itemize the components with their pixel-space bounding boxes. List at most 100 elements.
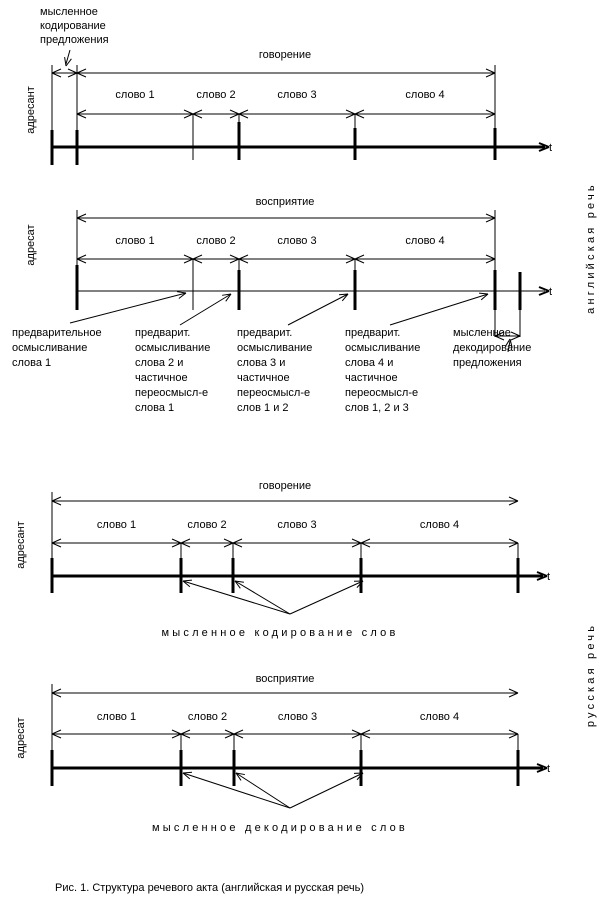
word-span-4-arrowhead <box>360 538 371 544</box>
note-line: предложения <box>453 357 522 369</box>
word-span-1-arrowhead <box>183 113 194 119</box>
word-span-1-arrowhead <box>76 109 87 115</box>
word-label-4: слово 4 <box>405 89 444 101</box>
decoding-note: мысленное декодирование слов <box>152 822 408 834</box>
word-label-3: слово 3 <box>278 711 317 723</box>
decoding-span-arrowhead <box>510 335 521 341</box>
note-line: осмысливание <box>345 342 420 354</box>
note-line: предварительное <box>12 327 102 339</box>
note-line: частичное <box>237 372 290 384</box>
axis-t-label: t <box>547 571 550 583</box>
decoding-span-arrowhead <box>494 331 505 337</box>
word-span-3-arrowhead <box>351 542 362 548</box>
word-span-4-arrowhead <box>508 542 519 548</box>
word-span-2-arrowhead <box>192 254 203 260</box>
word-label-2: слово 2 <box>187 519 226 531</box>
word-span-3-arrowhead <box>238 258 249 264</box>
perception-span-arrowhead <box>76 213 87 219</box>
word-span-4-arrowhead <box>354 109 365 115</box>
pre-coding-span-arrowhead <box>67 68 78 74</box>
note-line: предварит. <box>345 327 400 339</box>
note-pointer-head <box>178 292 187 299</box>
word-span-1-arrowhead <box>183 109 194 115</box>
word-span-1-arrowhead <box>51 538 62 544</box>
span-label: говорение <box>259 49 311 61</box>
role-label: адресат <box>15 717 27 758</box>
span-label: восприятие <box>256 673 315 685</box>
note-line: слова 3 и <box>237 357 285 369</box>
note-line: осмысливание <box>237 342 312 354</box>
pre-coding-span-arrowhead <box>51 72 62 78</box>
axis-arrowhead <box>536 571 548 577</box>
word-span-3-arrowhead <box>233 729 244 735</box>
note-line: предварит. <box>237 327 292 339</box>
word-label-1: слово 1 <box>115 89 154 101</box>
word-label-2: слово 2 <box>196 89 235 101</box>
note-line: частичное <box>345 372 398 384</box>
word-label-2: слово 2 <box>188 711 227 723</box>
note-pointer <box>287 293 349 326</box>
word-span-2-arrowhead <box>229 258 240 264</box>
word-span-1-arrowhead <box>183 258 194 264</box>
word-span-3-arrowhead <box>351 733 362 739</box>
word-span-3-arrowhead <box>351 729 362 735</box>
word-span-1-arrowhead <box>171 733 182 739</box>
word-span-3-arrowhead <box>238 254 249 260</box>
word-span-3-arrowhead <box>233 733 244 739</box>
word-span-4-arrowhead <box>360 733 371 739</box>
speaking-span-arrowhead <box>76 72 87 78</box>
decoding-pointer-head <box>235 772 245 776</box>
perception-span-arrowhead <box>51 688 62 694</box>
word-span-2-arrowhead <box>192 113 203 119</box>
decoding-span-arrowhead <box>494 335 505 341</box>
word-label-1: слово 1 <box>97 711 136 723</box>
role-label: адресант <box>25 86 37 134</box>
pre-note-pointer <box>65 49 71 65</box>
word-span-4-arrowhead <box>508 729 519 735</box>
word-span-2-arrowhead <box>180 729 191 735</box>
speaking-span-arrowhead <box>51 496 62 502</box>
decoding-span-arrowhead <box>510 331 521 337</box>
word-label-4: слово 4 <box>405 235 444 247</box>
word-span-1-arrowhead <box>76 258 87 264</box>
speaking-span-arrowhead <box>51 500 62 506</box>
note-line: осмысливание <box>12 342 87 354</box>
axis-t-label: t <box>549 142 552 154</box>
decoding-pointer-head <box>182 772 191 780</box>
word-span-1-arrowhead <box>171 729 182 735</box>
word-span-1-arrowhead <box>183 254 194 260</box>
word-span-4-arrowhead <box>508 538 519 544</box>
coding-pointer <box>234 580 291 615</box>
note-pointer <box>179 293 232 326</box>
pre-note-line: мысленное <box>40 6 98 18</box>
word-span-4-arrowhead <box>354 254 365 260</box>
word-span-1-arrowhead <box>171 538 182 544</box>
word-span-3-arrowhead <box>232 542 243 548</box>
note-line: предварит. <box>135 327 190 339</box>
perception-span-arrowhead <box>508 688 519 694</box>
word-span-3-arrowhead <box>351 538 362 544</box>
coding-pointer-head <box>234 580 244 583</box>
note-line: осмысливание <box>135 342 210 354</box>
speaking-span-arrowhead <box>485 72 496 78</box>
note-line: слов 1 и 2 <box>237 402 289 414</box>
coding-pointer <box>289 580 364 615</box>
perception-span-arrowhead <box>76 217 87 223</box>
note-pointer-head <box>222 293 232 296</box>
note-line: переосмысл-е <box>135 387 208 399</box>
word-span-4-arrowhead <box>360 542 371 548</box>
word-label-2: слово 2 <box>196 235 235 247</box>
note-line: слова 1 <box>135 402 174 414</box>
axis-t-label: t <box>549 286 552 298</box>
coding-note: мысленное кодирование слов <box>162 627 399 639</box>
note-pointer-head <box>480 293 489 301</box>
word-span-4-arrowhead <box>360 729 371 735</box>
note-line: переосмысл-е <box>237 387 310 399</box>
axis-arrowhead <box>536 575 548 581</box>
word-span-4-arrowhead <box>508 733 519 739</box>
perception-span-arrowhead <box>508 692 519 698</box>
word-span-2-arrowhead <box>229 113 240 119</box>
perception-span-arrowhead <box>485 213 496 219</box>
word-label-3: слово 3 <box>277 235 316 247</box>
